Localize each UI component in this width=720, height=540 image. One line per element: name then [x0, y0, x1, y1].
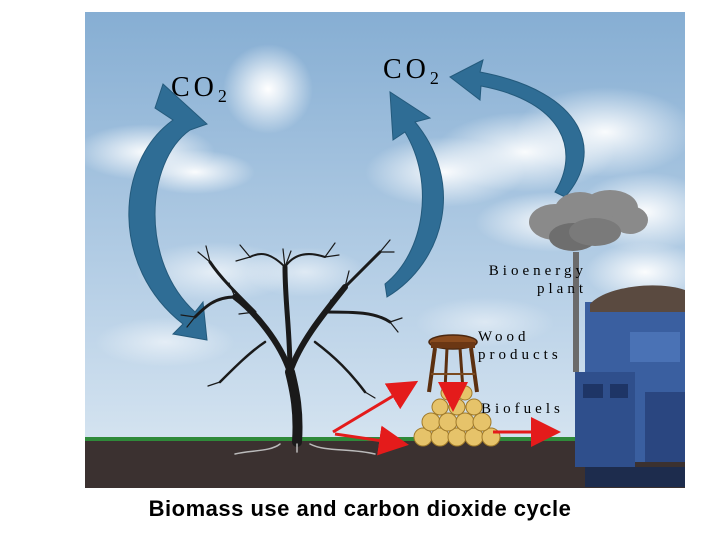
figure-caption: Biomass use and carbon dioxide cycle — [148, 496, 572, 521]
co2-label-left: CO2 — [171, 72, 227, 106]
wood-line2: products — [478, 347, 562, 363]
tree-icon — [180, 239, 403, 455]
plant-to-co2-arrow — [449, 59, 585, 198]
tree-to-logs-arrow — [334, 425, 409, 456]
scene-artwork — [85, 12, 685, 488]
cycle-arrows — [128, 59, 585, 341]
co2-to-tree-arrow — [128, 83, 208, 341]
bioenergy-line2: plant — [537, 281, 587, 297]
bioenergy-line1: Bioenergy — [488, 263, 587, 279]
smoke-cloud-icon — [529, 190, 648, 251]
wood-line1: Wood — [478, 329, 530, 345]
biofuels-label: Biofuels — [481, 401, 564, 417]
biomass-cycle-illustration: CO2 CO2 Bioenergy plant Wood products Bi… — [85, 12, 685, 488]
wood-products-label: Wood products — [478, 328, 562, 364]
tree-to-stool-arrow — [332, 380, 419, 434]
co2-label-top: CO2 — [383, 54, 439, 88]
bioenergy-plant-label: Bioenergy plant — [483, 262, 587, 298]
bioenergy-plant-icon — [573, 252, 685, 487]
flow-arrows — [332, 380, 561, 456]
sun-icon — [223, 44, 313, 134]
products-to-co2-arrow — [384, 91, 444, 298]
